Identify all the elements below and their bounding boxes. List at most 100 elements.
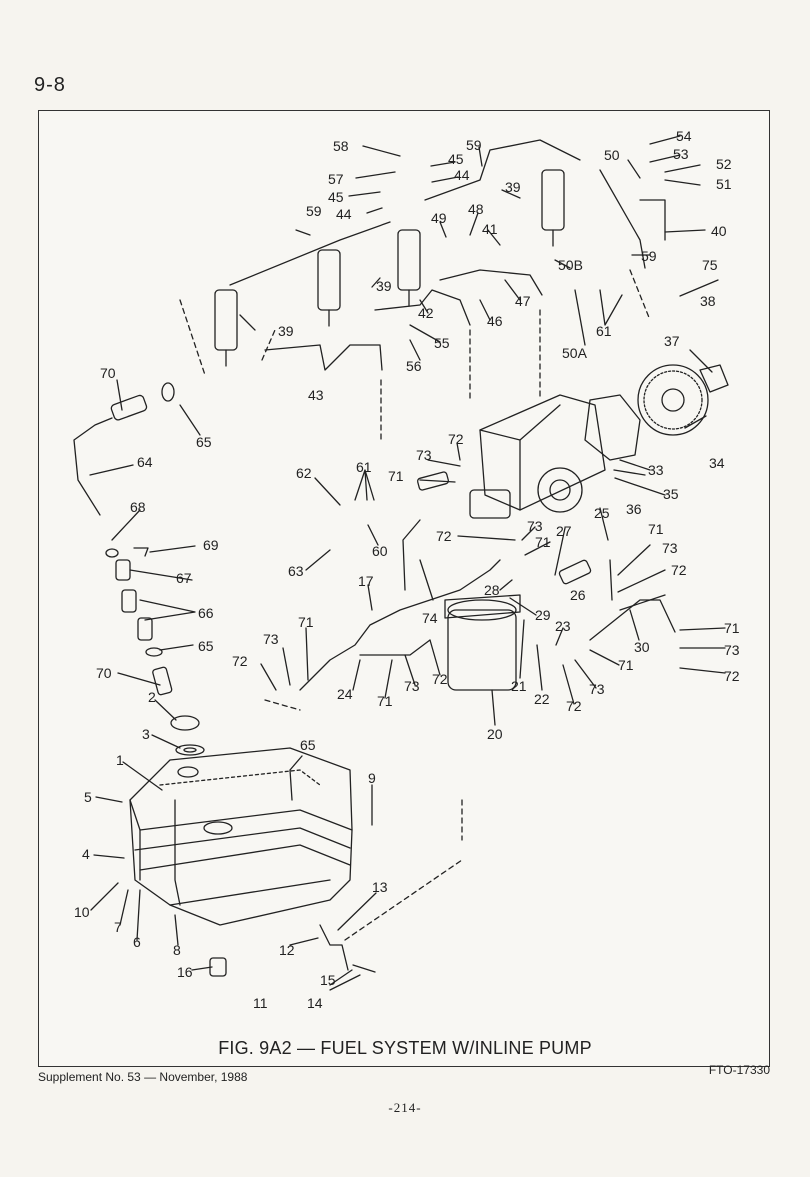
callout-44: 44 xyxy=(454,167,470,183)
callout-56: 56 xyxy=(406,358,422,374)
callout-27: 27 xyxy=(556,523,572,539)
callout-58: 58 xyxy=(333,138,349,154)
callout-49: 49 xyxy=(431,210,447,226)
callout-59: 59 xyxy=(306,203,322,219)
callout-39: 39 xyxy=(278,323,294,339)
callout-6: 6 xyxy=(133,934,141,950)
callout-65: 65 xyxy=(198,638,214,654)
callout-46: 46 xyxy=(487,313,503,329)
callout-71: 71 xyxy=(648,521,664,537)
callout-71: 71 xyxy=(388,468,404,484)
callout-74: 74 xyxy=(422,610,438,626)
leak-off-line xyxy=(229,221,391,286)
callout-73: 73 xyxy=(662,540,678,556)
callout-66: 66 xyxy=(198,605,214,621)
callout-7: 7 xyxy=(114,919,122,935)
callout-71: 71 xyxy=(298,614,314,630)
callout-2: 2 xyxy=(148,689,156,705)
callout-50b: 50B xyxy=(558,257,583,273)
callout-43: 43 xyxy=(308,387,324,403)
callout-73: 73 xyxy=(527,518,543,534)
callout-71: 71 xyxy=(535,534,551,550)
callout-25: 25 xyxy=(594,505,610,521)
callout-34: 34 xyxy=(709,455,725,471)
callout-60: 60 xyxy=(372,543,388,559)
callout-73: 73 xyxy=(263,631,279,647)
callout-39: 39 xyxy=(505,179,521,195)
callout-21: 21 xyxy=(511,678,527,694)
callout-71: 71 xyxy=(724,620,740,636)
callout-10: 10 xyxy=(74,904,90,920)
fuel-tank xyxy=(129,747,353,926)
callout-42: 42 xyxy=(418,305,434,321)
page-folio: -214- xyxy=(388,1100,422,1115)
callout-29: 29 xyxy=(535,607,551,623)
callout-1: 1 xyxy=(116,752,124,768)
callout-37: 37 xyxy=(664,333,680,349)
supplement-note: Supplement No. 53 — November, 1988 xyxy=(38,1070,248,1084)
callout-72: 72 xyxy=(432,671,448,687)
callout-67: 67 xyxy=(176,570,192,586)
injection-pump xyxy=(469,394,606,519)
callout-4: 4 xyxy=(82,846,90,862)
callout-72: 72 xyxy=(671,562,687,578)
callout-40: 40 xyxy=(711,223,727,239)
callout-72: 72 xyxy=(232,653,248,669)
callout-13: 13 xyxy=(372,879,388,895)
callout-26: 26 xyxy=(570,587,586,603)
callout-14: 14 xyxy=(307,995,323,1011)
figure-code: FTO-17330 xyxy=(708,1063,770,1077)
callout-50: 50 xyxy=(604,147,620,163)
callout-65: 65 xyxy=(300,737,316,753)
callout-55: 55 xyxy=(434,335,450,351)
callout-39: 39 xyxy=(376,278,392,294)
callout-12: 12 xyxy=(279,942,295,958)
callout-51: 51 xyxy=(716,176,732,192)
callout-23: 23 xyxy=(555,618,571,634)
filler-cap xyxy=(170,715,200,731)
callout-59: 59 xyxy=(466,137,482,153)
pump-drive-gear xyxy=(637,364,709,436)
callout-72: 72 xyxy=(436,528,452,544)
callout-59: 59 xyxy=(641,248,657,264)
callout-70: 70 xyxy=(96,665,112,681)
callout-15: 15 xyxy=(320,972,336,988)
callout-33: 33 xyxy=(648,462,664,478)
callout-73: 73 xyxy=(724,642,740,658)
gear-cover-gasket xyxy=(584,394,641,461)
callout-9: 9 xyxy=(368,770,376,786)
callout-5: 5 xyxy=(84,789,92,805)
callout-20: 20 xyxy=(487,726,503,742)
figure-frame xyxy=(38,110,770,1067)
callout-73: 73 xyxy=(589,681,605,697)
fuel-filter xyxy=(444,594,521,691)
callout-3: 3 xyxy=(142,726,150,742)
callout-73: 73 xyxy=(404,678,420,694)
callout-8: 8 xyxy=(173,942,181,958)
callout-17: 17 xyxy=(358,573,374,589)
section-number: 9-8 xyxy=(34,74,66,96)
callout-16: 16 xyxy=(177,964,193,980)
callout-70: 70 xyxy=(100,365,116,381)
callout-71: 71 xyxy=(618,657,634,673)
callout-50a: 50A xyxy=(562,345,588,361)
callout-44: 44 xyxy=(336,206,352,222)
callout-47: 47 xyxy=(515,293,531,309)
callout-68: 68 xyxy=(130,499,146,515)
callout-72: 72 xyxy=(566,698,582,714)
callout-61: 61 xyxy=(356,459,372,475)
callout-52: 52 xyxy=(716,156,732,172)
callout-28: 28 xyxy=(484,582,500,598)
callout-62: 62 xyxy=(296,465,312,481)
callout-48: 48 xyxy=(468,201,484,217)
callout-73: 73 xyxy=(416,447,432,463)
callout-75: 75 xyxy=(702,257,718,273)
return-line xyxy=(73,417,113,516)
callout-72: 72 xyxy=(724,668,740,684)
callout-57: 57 xyxy=(328,171,344,187)
callout-22: 22 xyxy=(534,691,550,707)
callout-61: 61 xyxy=(596,323,612,339)
injectors xyxy=(214,169,565,367)
callout-54: 54 xyxy=(676,128,692,144)
callout-71: 71 xyxy=(377,693,393,709)
